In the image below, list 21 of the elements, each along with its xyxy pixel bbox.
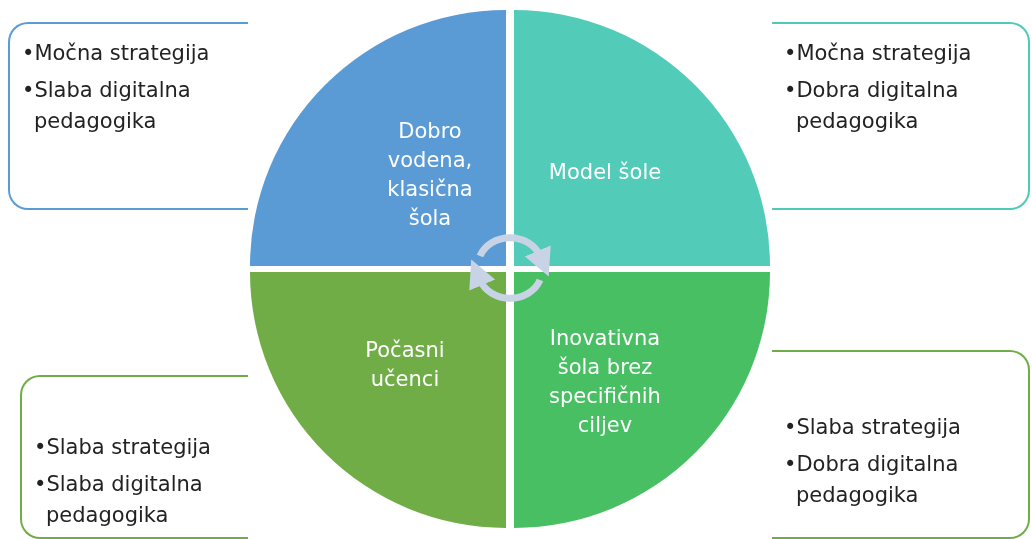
bullet-text: •Močna strategija [22,40,211,67]
bullet-text: •Močna strategija [784,40,973,67]
text-card [20,375,248,539]
text-card [772,22,1030,210]
text-card [772,350,1030,539]
bullet-text: •Slaba strategija [34,434,212,461]
text-card [8,22,248,210]
quadrant-segment [514,10,770,266]
quadrant-segment [250,272,506,528]
segment-label: Dobro vodena, klasična šola [386,118,474,232]
bullet-text: •Dobra digitalna pedagogika [784,451,960,509]
quadrant-segment [250,10,506,266]
curved-arrow [469,260,544,302]
bullet-text: •Slaba digitalna pedagogika [34,471,204,529]
bullet-text: •Dobra digitalna pedagogika [784,77,960,135]
segment-label: Počasni učenci [364,337,446,393]
segment-label: Inovativna šola brez specifičnih ciljev [548,325,662,439]
quadrant-segment [514,272,770,528]
bullet-text: •Slaba strategija [784,414,962,441]
segment-label: Model šole [547,158,663,186]
bullet-text: •Slaba digitalna pedagogika [22,77,192,135]
